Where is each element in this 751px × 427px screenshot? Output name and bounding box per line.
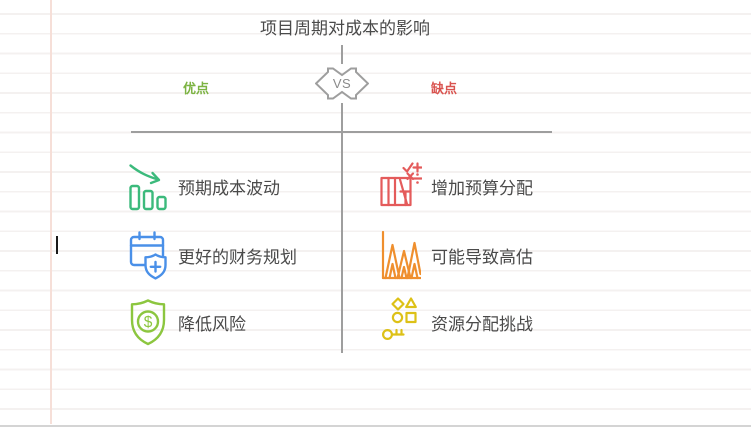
resource-shapes-icon	[379, 296, 423, 348]
item-label: 更好的财务规划	[178, 247, 297, 267]
shield-dollar-icon: $	[126, 298, 170, 346]
dollar-glyph: $	[144, 314, 153, 331]
calendar-shield-icon	[126, 230, 170, 280]
advantages-header[interactable]: 优点	[183, 81, 210, 96]
budget-math-icon	[379, 162, 423, 210]
advantage-item-1[interactable]: 预期成本波动	[126, 160, 280, 212]
item-label: 资源分配挑战	[431, 314, 533, 334]
item-label: 预期成本波动	[178, 178, 280, 198]
disadvantage-item-3[interactable]: 资源分配挑战	[379, 296, 533, 348]
advantage-item-2[interactable]: 更好的财务规划	[126, 229, 297, 281]
window-bottom-edge	[0, 425, 751, 427]
disadvantages-header[interactable]: 缺点	[431, 81, 458, 96]
vertical-divider	[341, 103, 343, 353]
vs-badge[interactable]: VS	[315, 64, 369, 103]
horizontal-divider	[131, 131, 552, 133]
diagram-title[interactable]: 项目周期对成本的影响	[260, 19, 430, 38]
item-label: 可能导致高估	[431, 247, 533, 267]
connector-line-top	[341, 45, 343, 64]
page-margin-line	[50, 0, 52, 424]
vs-badge-label: VS	[333, 76, 351, 91]
item-label: 增加预算分配	[431, 178, 533, 198]
item-label: 降低风险	[178, 314, 246, 334]
vs-badge-shape	[315, 67, 369, 100]
disadvantage-item-1[interactable]: 增加预算分配	[379, 160, 533, 212]
advantage-item-3[interactable]: $ 降低风险	[126, 296, 246, 348]
text-cursor	[56, 236, 58, 254]
disadvantage-item-2[interactable]: 可能导致高估	[379, 229, 533, 281]
peaks-chart-icon	[379, 230, 423, 280]
trend-down-bars-icon	[126, 161, 170, 211]
